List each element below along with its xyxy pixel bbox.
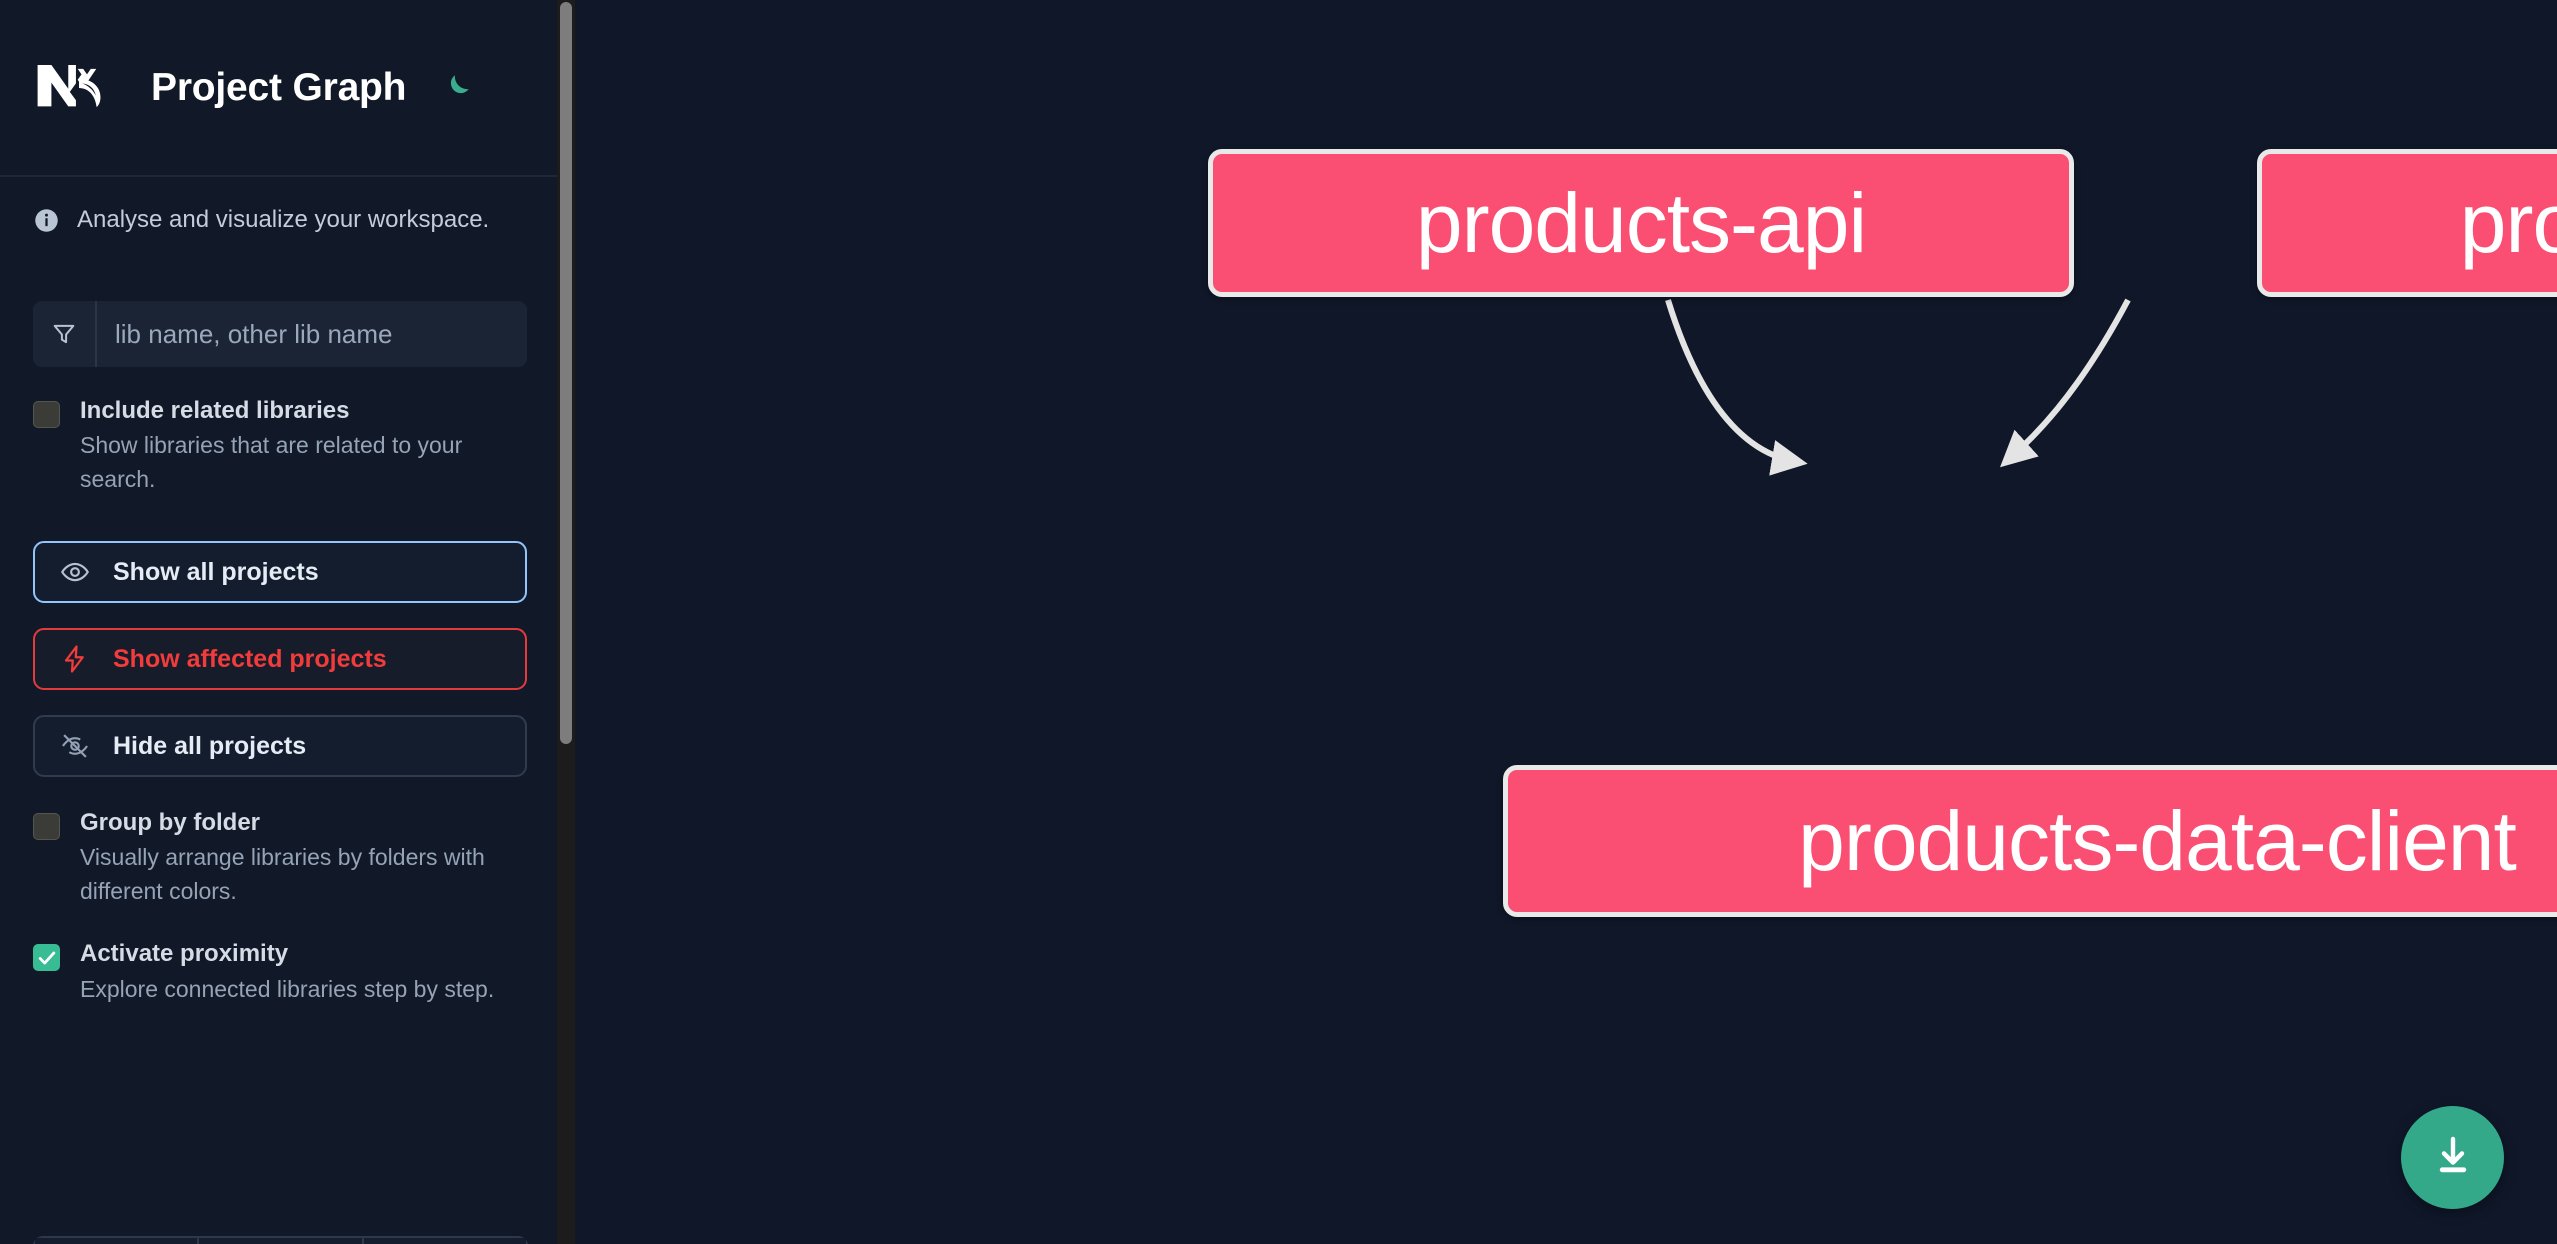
eye-off-icon (59, 730, 91, 762)
projects-button-group: Show all projects Show affected projects (33, 541, 527, 778)
option-group-by-folder[interactable]: Group by folder Visually arrange librari… (33, 807, 527, 908)
checkbox-include-related-libraries[interactable] (33, 401, 60, 428)
segment-1[interactable] (33, 1236, 198, 1244)
sidebar-scroll-content: Project Graph (0, 0, 560, 1244)
sidebar-header: Project Graph (0, 0, 560, 177)
page-title: Project Graph (151, 65, 407, 109)
download-icon (2429, 1131, 2477, 1184)
graph-node-products-api[interactable]: products-api (1208, 149, 2074, 297)
graph-node-products-data-client[interactable]: products-data-client (1503, 765, 2557, 917)
tagline: Analyse and visualize your workspace. (33, 177, 527, 257)
button-label: Hide all projects (113, 731, 307, 760)
edge-products-cli-to-products-data-client (2000, 298, 2131, 468)
option-include-related-libraries[interactable]: Include related libraries Show libraries… (33, 395, 527, 496)
segment-2[interactable] (197, 1236, 362, 1244)
node-label: products-api (1415, 175, 1867, 270)
option-label: Activate proximity (80, 940, 289, 968)
node-label: products-cli (2459, 175, 2557, 270)
show-affected-projects-button[interactable]: Show affected projects (33, 628, 527, 691)
lightning-icon (59, 643, 91, 675)
eye-icon (59, 556, 91, 588)
filter-funnel-icon (33, 301, 97, 367)
graph-node-products-cli[interactable]: products-cli (2257, 149, 2557, 297)
button-label: Show affected projects (113, 644, 387, 673)
tagline-text: Analyse and visualize your workspace. (77, 206, 490, 233)
button-label: Show all projects (113, 557, 319, 586)
show-all-projects-button[interactable]: Show all projects (33, 541, 527, 604)
checkbox-activate-proximity[interactable] (33, 944, 60, 972)
node-label: products-data-client (1798, 793, 2517, 888)
info-icon (33, 207, 60, 234)
segment-3[interactable] (361, 1236, 528, 1244)
sidebar: Project Graph (0, 0, 575, 1244)
checkbox-group-by-folder[interactable] (33, 813, 60, 841)
bottom-segmented-control[interactable] (33, 1236, 528, 1244)
option-description: Explore connected libraries step by step… (80, 975, 495, 1002)
download-graph-button[interactable] (2401, 1106, 2504, 1209)
search-row (33, 301, 527, 367)
option-description: Visually arrange libraries by folders wi… (80, 844, 485, 904)
sidebar-scrollbar-track[interactable] (557, 0, 575, 1244)
edge-products-api-to-products-data-client (1665, 299, 1808, 476)
hide-all-projects-button[interactable]: Hide all projects (33, 715, 527, 778)
sidebar-body: Analyse and visualize your workspace. (0, 177, 560, 1006)
option-label: Include related libraries (80, 397, 350, 424)
search-input[interactable] (97, 301, 527, 367)
option-label: Group by folder (80, 809, 260, 837)
option-description: Show libraries that are related to your … (80, 432, 463, 492)
moon-icon[interactable] (436, 68, 476, 108)
graph-canvas[interactable]: products-api products-cli products-data-… (575, 0, 2557, 1244)
nx-logo-icon (33, 60, 125, 116)
sidebar-scrollbar-thumb[interactable] (560, 2, 572, 744)
option-activate-proximity[interactable]: Activate proximity Explore connected lib… (33, 938, 527, 1006)
